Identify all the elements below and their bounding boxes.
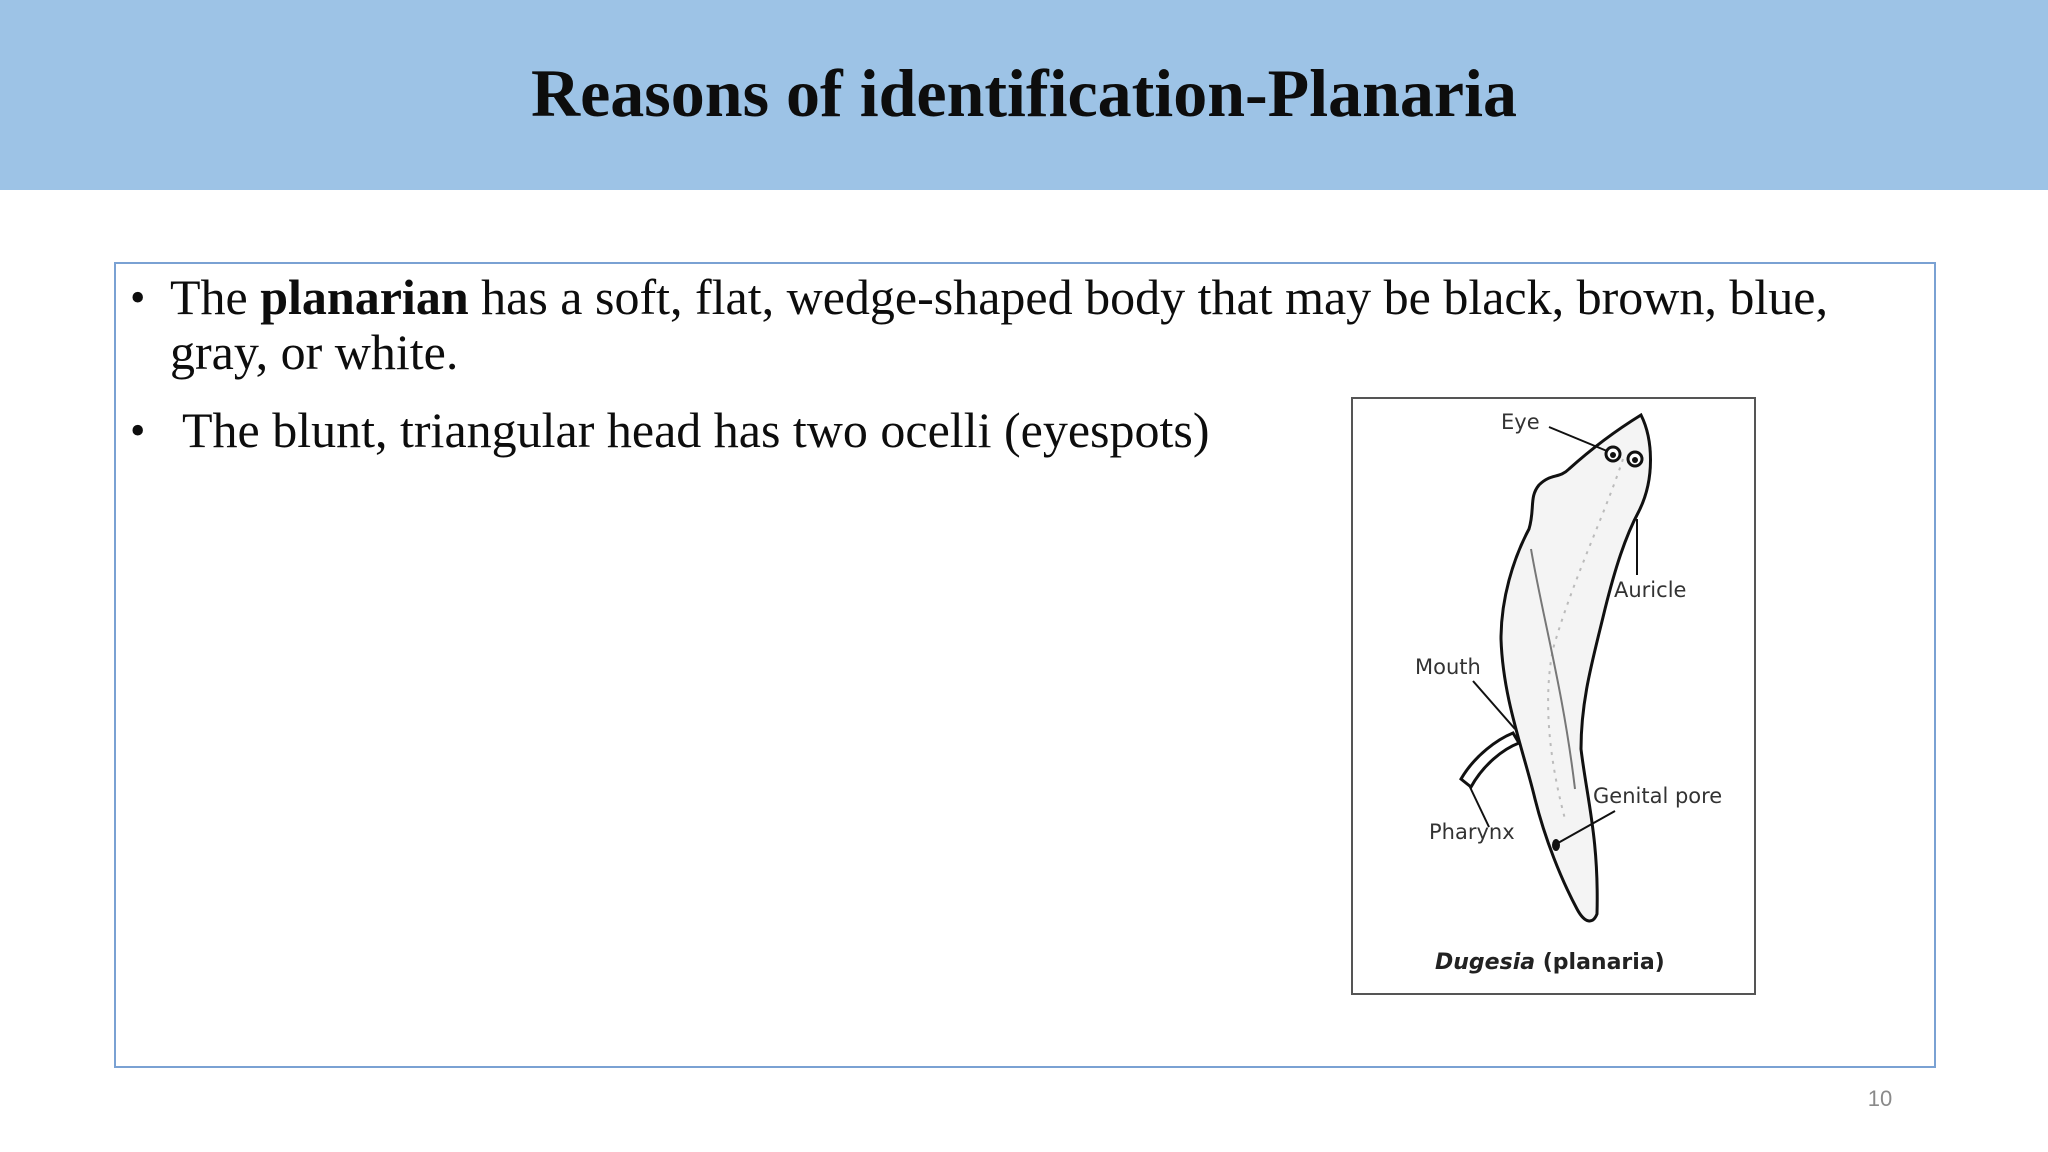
caption-rest: (planaria) — [1535, 950, 1665, 975]
bullet-suffix: has a soft, flat, wedge-shaped body that… — [170, 269, 1828, 380]
body-midline — [1547, 458, 1624, 820]
label-genital-pore: Genital pore — [1593, 784, 1722, 808]
label-eye: Eye — [1501, 410, 1540, 434]
bullet-bold-term: planarian — [260, 269, 469, 325]
caption-genus: Dugesia — [1435, 950, 1535, 975]
planaria-body — [1499, 412, 1652, 923]
label-mouth: Mouth — [1415, 655, 1481, 679]
page-number: 10 — [1867, 1086, 1893, 1111]
bullet-marker: • — [130, 273, 146, 322]
label-auricle: Auricle — [1614, 578, 1686, 602]
mouth-leader — [1472, 680, 1516, 730]
bullet-text: The planarian has a soft, flat, wedge-sh… — [170, 270, 1910, 380]
genital-pore-leader — [1557, 810, 1616, 844]
bullet-marker: • — [130, 406, 146, 455]
body-inner-line — [1530, 548, 1576, 790]
pharynx-tube — [1459, 731, 1522, 790]
bullet-prefix: The — [170, 269, 261, 325]
planaria-diagram: Eye Auricle Mouth Pharynx Genital pore D… — [1351, 397, 1756, 995]
title-band — [0, 0, 2048, 190]
eye-leader — [1548, 426, 1608, 452]
eyespot-left-pupil — [1610, 452, 1616, 458]
genital-pore — [1552, 839, 1560, 851]
label-pharynx: Pharynx — [1429, 820, 1515, 844]
planaria-drawing: Eye Auricle Mouth Pharynx Genital pore D… — [1415, 410, 1722, 975]
eyespot-right-pupil — [1632, 457, 1638, 463]
bullet-item-1: • The planarian has a soft, flat, wedge-… — [130, 270, 1910, 380]
slide-title: Reasons of identification-Planaria — [531, 54, 1517, 131]
bullet-item-2: • The blunt, triangular head has two oce… — [130, 403, 1310, 458]
figure-caption: Dugesia (planaria) — [1435, 950, 1665, 975]
pharynx-leader — [1468, 784, 1490, 828]
bullet-text: The blunt, triangular head has two ocell… — [182, 402, 1210, 458]
